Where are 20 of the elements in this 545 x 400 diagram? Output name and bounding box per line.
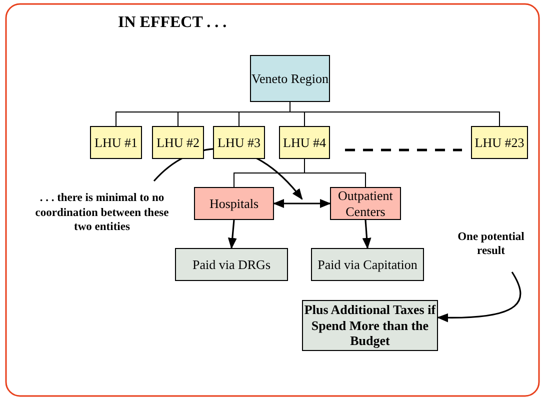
process-box: Outpatient Centers xyxy=(330,187,401,220)
connector xyxy=(362,220,372,250)
connector xyxy=(228,220,237,250)
process-box: Veneto Region xyxy=(250,55,330,102)
process-box: LHU #1 xyxy=(90,126,142,159)
process-box: Plus Additional Taxes if Spend More than the Budget xyxy=(302,300,438,351)
process-box: Paid via DRGs xyxy=(175,248,288,281)
process-box: LHU #3 xyxy=(213,126,265,159)
connector xyxy=(436,272,522,322)
connector xyxy=(304,158,366,188)
annotation-text: One potential result xyxy=(455,218,527,270)
process-box: Paid via Capitation xyxy=(311,248,424,281)
slide-title: IN EFFECT . . . xyxy=(118,14,227,32)
process-box: LHU #2 xyxy=(152,126,204,159)
process-box: LHU #23 xyxy=(471,126,528,159)
annotation-text: . . . there is minimal to no coordination between these two entities xyxy=(28,180,176,246)
process-box: Hospitals xyxy=(194,187,274,220)
connector xyxy=(272,199,332,208)
process-box: LHU #4 xyxy=(279,126,330,159)
connector xyxy=(290,102,500,126)
